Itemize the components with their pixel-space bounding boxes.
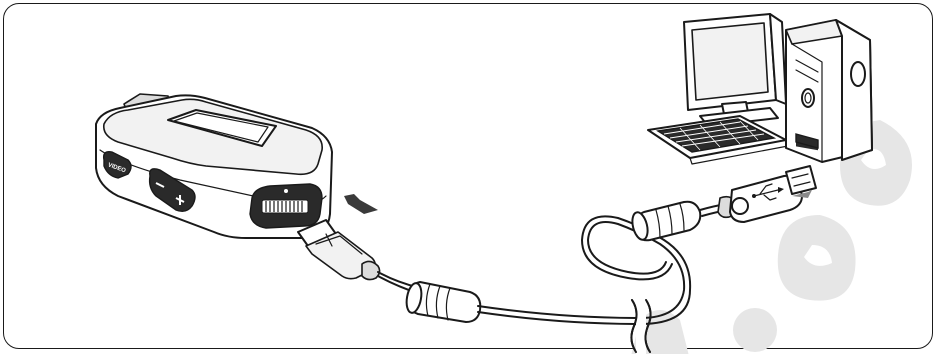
usb-icon	[752, 183, 784, 201]
mini-usb-detail	[315, 235, 363, 255]
computer-tower	[785, 19, 873, 163]
media-player: VIDEO	[95, 93, 333, 239]
player-screen-inner	[173, 112, 269, 143]
volume-button[interactable]	[148, 168, 196, 213]
usb-cable	[297, 165, 817, 354]
arrow-icon	[344, 194, 378, 214]
minus-icon	[155, 182, 165, 188]
player-usb-port	[249, 183, 323, 229]
player-top-face	[102, 98, 323, 176]
mini-usb-strain	[361, 260, 381, 281]
mini-usb-line	[325, 233, 333, 247]
plus-icon	[175, 195, 185, 205]
video-button[interactable]: VIDEO	[102, 150, 132, 179]
ferrite-core-left	[405, 281, 482, 323]
player-screen	[167, 109, 277, 147]
usb-a-plug	[717, 165, 817, 223]
desktop-computer	[647, 13, 873, 165]
ferrite-core-right	[631, 200, 702, 242]
arrow-icon	[792, 190, 812, 198]
monitor	[683, 13, 787, 127]
keyboard	[647, 115, 789, 165]
